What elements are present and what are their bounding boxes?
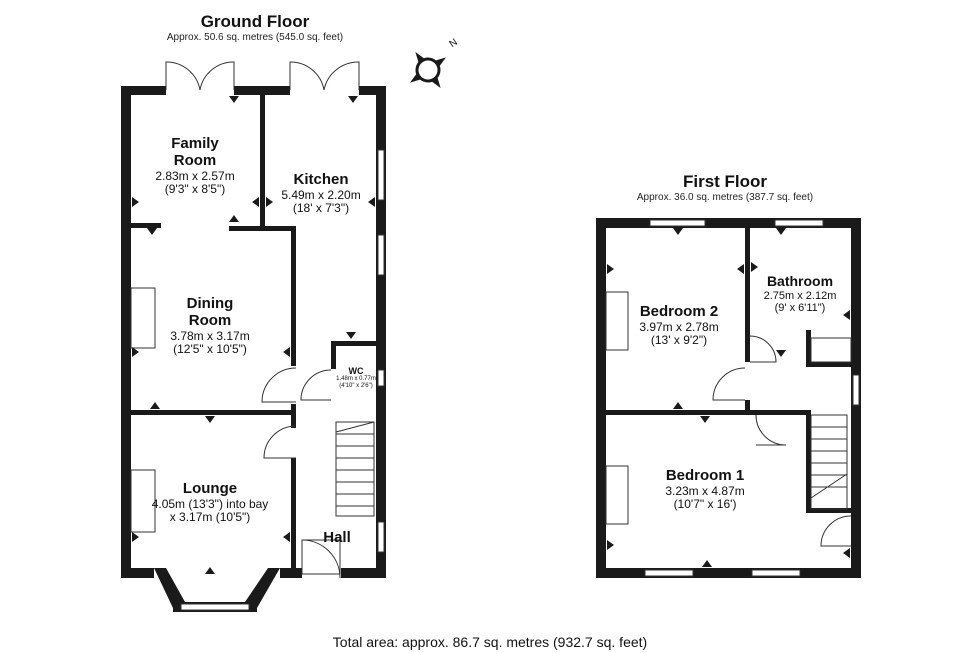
- lounge-name: Lounge: [182, 480, 238, 497]
- first-floor-walls: [596, 218, 861, 578]
- lounge-dim-line-2: x 3.17m (10'5"): [169, 510, 251, 525]
- lounge-dim-line-1: 4.05m (13'3") into bay: [151, 496, 269, 511]
- hall-label: Hall: [314, 529, 360, 547]
- wc-name: WC: [348, 366, 364, 376]
- bathroom-name: Bathroom: [766, 273, 834, 289]
- family-room-dim-m: 2.83m x 2.57m: [155, 168, 235, 183]
- dining-room-dim-ft: (12'5" x 10'5"): [173, 342, 247, 357]
- first-floor-area: Approx. 36.0 sq. metres (387.7 sq. feet): [636, 192, 814, 203]
- family-room-label: Family Room 2.83m x 2.57m (9'3" x 8'5"): [140, 135, 250, 197]
- kitchen-label: Kitchen 5.49m x 2.20m (18' x 7'3"): [268, 171, 374, 216]
- bathroom-dim-ft: (9' x 6'11"): [774, 301, 826, 314]
- kitchen-dim-m: 5.49m x 2.20m: [281, 187, 361, 202]
- bedroom-2-label: Bedroom 2 3.97m x 2.78m (13' x 9'2"): [616, 303, 742, 348]
- dining-room-label: Dining Room 3.78m x 3.17m (12'5" x 10'5"…: [150, 295, 270, 357]
- bathroom-dim-m: 2.75m x 2.12m: [763, 289, 837, 302]
- bedroom-1-dim-m: 3.23m x 4.87m: [665, 483, 745, 498]
- first-floor-title: First Floor: [682, 172, 768, 191]
- measurement-arrows: [132, 96, 850, 574]
- bathroom-label: Bathroom 2.75m x 2.12m (9' x 6'11"): [752, 273, 848, 314]
- kitchen-name: Kitchen: [293, 171, 349, 188]
- dining-room-name-line-2: Room: [188, 311, 232, 329]
- bedroom-2-name: Bedroom 2: [639, 303, 719, 320]
- ground-floor-area: Approx. 50.6 sq. metres (545.0 sq. feet): [166, 32, 344, 43]
- family-room-dim-ft: (9'3" x 8'5"): [164, 182, 226, 197]
- family-room-name-line-2: Room: [173, 151, 217, 169]
- bedroom-1-label: Bedroom 1 3.23m x 4.87m (10'7" x 16'): [640, 467, 770, 512]
- kitchen-dim-ft: (18' x 7'3"): [292, 201, 350, 216]
- family-room-name-line-1: Family: [171, 135, 219, 152]
- first-floor-details: [605, 291, 852, 547]
- dining-room-dim-m: 3.78m x 3.17m: [170, 328, 250, 343]
- ground-floor-doors: [130, 61, 375, 579]
- ground-floor-walls: [121, 86, 386, 612]
- wc-dim-m: 1.48m x 0.77m: [336, 376, 376, 383]
- dining-room-name-line-1: Dining: [186, 295, 234, 312]
- first-floor-windows: [644, 219, 860, 577]
- compass-icon: [409, 51, 447, 89]
- bedroom-2-dim-m: 3.97m x 2.78m: [639, 319, 719, 334]
- hall-name: Hall: [323, 529, 351, 546]
- bedroom-2-dim-ft: (13' x 9'2"): [650, 333, 708, 348]
- bedroom-1-name: Bedroom 1: [665, 467, 745, 484]
- total-area: Total area: approx. 86.7 sq. metres (932…: [332, 634, 648, 650]
- ground-floor-title: Ground Floor: [200, 12, 310, 31]
- ground-floor-windows: [180, 149, 385, 611]
- wc-dim-ft: (4'10" x 2'6"): [339, 382, 373, 389]
- bedroom-1-dim-ft: (10'7" x 16'): [673, 497, 737, 512]
- lounge-label: Lounge 4.05m (13'3") into bay x 3.17m (1…: [130, 480, 290, 525]
- wc-label: WC 1.48m x 0.77m (4'10" x 2'6"): [331, 366, 381, 390]
